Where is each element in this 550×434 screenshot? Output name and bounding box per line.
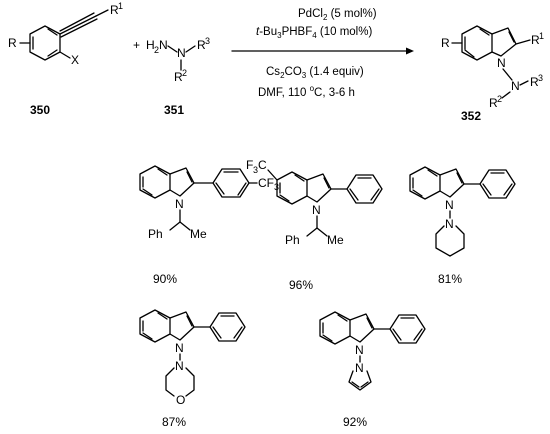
- svg-text:N: N: [175, 197, 184, 211]
- svg-text:N: N: [511, 79, 520, 93]
- svg-text:N: N: [445, 217, 454, 231]
- svg-text:R: R: [530, 75, 539, 89]
- svg-text:N: N: [159, 38, 168, 52]
- svg-text:N: N: [497, 56, 506, 70]
- example-3-yield: 81%: [438, 272, 462, 286]
- conditions-above: PdCl2 (5 mol%) t-Bu3PHBF4 (10 mol%): [256, 8, 377, 40]
- svg-text:PdCl2 (5 mol%): PdCl2 (5 mol%): [298, 8, 377, 22]
- reactant-350-label: 350: [30, 103, 50, 117]
- example-4-structure: N N O: [139, 309, 246, 407]
- product-352-label: 352: [461, 109, 481, 123]
- svg-text:N: N: [312, 203, 321, 217]
- svg-text:R: R: [489, 96, 498, 110]
- svg-text:N: N: [355, 343, 364, 357]
- svg-text:Me: Me: [327, 233, 344, 247]
- svg-text:DMF, 110 oC, 3-6 h: DMF, 110 oC, 3-6 h: [258, 84, 355, 99]
- example-3-structure: N N: [409, 166, 516, 257]
- svg-text:R: R: [531, 33, 540, 47]
- example-5-structure: N N: [319, 311, 426, 391]
- svg-text:N: N: [175, 341, 184, 355]
- svg-text:CF: CF: [258, 176, 274, 190]
- svg-text:R: R: [197, 38, 206, 52]
- svg-text:2: 2: [497, 94, 502, 104]
- svg-text:2: 2: [182, 68, 187, 78]
- svg-text:F: F: [246, 158, 253, 172]
- svg-text:N: N: [445, 198, 454, 212]
- svg-text:Me: Me: [190, 227, 207, 241]
- svg-text:R: R: [441, 36, 450, 50]
- svg-text:3: 3: [205, 36, 210, 46]
- example-2-yield: 96%: [289, 278, 313, 292]
- svg-text:H: H: [146, 38, 155, 52]
- example-1-yield: 90%: [153, 272, 177, 286]
- svg-text:C: C: [258, 158, 267, 172]
- reaction-arrow: [231, 47, 414, 55]
- svg-text:R: R: [8, 36, 17, 50]
- svg-text:R: R: [174, 70, 183, 84]
- svg-text:Cs2CO3 (1.4 equiv): Cs2CO3 (1.4 equiv): [266, 66, 364, 80]
- svg-text:1: 1: [539, 31, 544, 41]
- svg-text:N: N: [355, 361, 364, 375]
- conditions-below: Cs2CO3 (1.4 equiv) DMF, 110 oC, 3-6 h: [258, 66, 364, 99]
- svg-text:2: 2: [154, 45, 159, 55]
- svg-text:N: N: [175, 359, 184, 373]
- example-5-yield: 92%: [343, 415, 367, 429]
- svg-text:Ph: Ph: [148, 227, 163, 241]
- svg-text:Ph: Ph: [285, 233, 300, 247]
- svg-text:R: R: [110, 3, 119, 17]
- svg-text:1: 1: [118, 1, 123, 11]
- svg-text:t-Bu3PHBF4 (10 mol%): t-Bu3PHBF4 (10 mol%): [256, 26, 372, 40]
- example-4-yield: 87%: [162, 415, 186, 429]
- svg-text:3: 3: [253, 165, 258, 175]
- reactant-351-label: 351: [164, 103, 184, 117]
- svg-text:N: N: [177, 46, 186, 60]
- plus-sign: +: [133, 38, 140, 52]
- svg-text:X: X: [71, 53, 79, 67]
- svg-text:O: O: [176, 393, 185, 407]
- svg-text:3: 3: [538, 73, 543, 83]
